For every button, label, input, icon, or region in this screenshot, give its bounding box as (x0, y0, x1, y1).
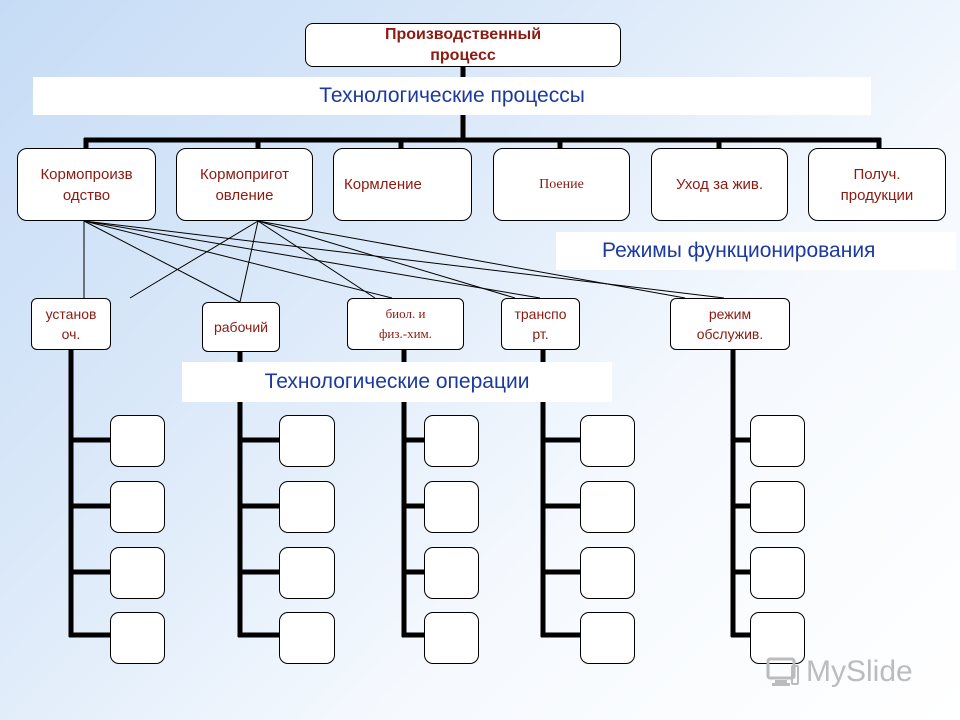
operation-box[interactable] (424, 612, 479, 664)
mode-links (83, 220, 725, 303)
watermark-logo: MySlide (766, 652, 936, 692)
mode-line2: физ.-хим. (378, 326, 433, 341)
root-line2: процесс (430, 47, 496, 64)
process-node-products[interactable]: Получ. продукции (808, 148, 946, 221)
operation-box[interactable] (424, 547, 479, 599)
mode-line1: режим (708, 306, 752, 322)
process-line1: Кормопригот (200, 165, 289, 183)
process-node-feed-production[interactable]: Кормопроизв одство (17, 148, 156, 221)
process-node-animal-care[interactable]: Уход за жив. (651, 148, 788, 221)
operation-box[interactable] (580, 415, 635, 467)
operation-box[interactable] (279, 612, 335, 664)
mode-link (83, 220, 725, 299)
mode-link (129, 220, 259, 299)
process-line1: Кормление (344, 176, 422, 193)
operation-box[interactable] (750, 481, 805, 533)
mode-node-bio-physchem[interactable]: биол. и физ.-хим. (347, 298, 464, 350)
operation-box[interactable] (750, 612, 805, 664)
monitor-icon (766, 657, 799, 686)
mode-line2: оч. (61, 326, 81, 342)
mode-line2: обслужив. (696, 326, 764, 342)
banner-processes: Технологические процессы (33, 77, 871, 115)
operation-box[interactable] (424, 415, 479, 467)
operation-box[interactable] (580, 547, 635, 599)
operation-box[interactable] (424, 481, 479, 533)
mode-line1: транспо (514, 306, 567, 322)
process-line2: продукции (840, 186, 914, 204)
mode-link (83, 220, 241, 303)
mode-link (257, 220, 376, 299)
process-line1: Кормопроизв (40, 165, 133, 183)
mode-node-service[interactable]: режим обслужив. (670, 298, 790, 350)
operation-box[interactable] (279, 415, 335, 467)
root-node[interactable]: Производственный процесс (305, 23, 621, 67)
process-line2: одство (62, 186, 111, 204)
mode-link (83, 220, 393, 299)
process-node-feed-preparation[interactable]: Кормопригот овление (176, 148, 313, 221)
root-line1: Производственный (384, 26, 542, 43)
mode-node-working[interactable]: рабочий (202, 302, 280, 352)
mode-link (83, 220, 541, 299)
mode-node-transport[interactable]: транспо рт. (501, 298, 580, 350)
banner-processes-label: Технологические процессы (319, 84, 585, 107)
mode-node-setup[interactable]: установ оч. (31, 298, 111, 350)
operation-box[interactable] (580, 612, 635, 664)
operation-box[interactable] (750, 547, 805, 599)
operation-box[interactable] (110, 612, 165, 664)
banner-modes: Режимы функционирования (556, 232, 956, 270)
mode-line2: рт. (532, 326, 549, 342)
process-node-watering[interactable]: Поение (493, 148, 630, 221)
banner-modes-label: Режимы функционирования (602, 239, 876, 262)
operation-box[interactable] (110, 547, 165, 599)
process-line1: Уход за жив. (675, 176, 764, 193)
process-line2: овление (215, 186, 274, 204)
process-line1: Поение (539, 177, 584, 192)
operation-box[interactable] (279, 481, 335, 533)
process-line1: Получ. (853, 165, 901, 183)
watermark-text: MySlide (806, 655, 913, 688)
mode-link (257, 220, 516, 299)
operation-box[interactable] (110, 415, 165, 467)
mode-line1: рабочий (213, 319, 268, 335)
mode-link (257, 220, 686, 299)
operation-box[interactable] (279, 547, 335, 599)
mode-line1: установ (45, 306, 97, 322)
mode-line1: биол. и (385, 306, 426, 321)
operation-box[interactable] (750, 415, 805, 467)
banner-operations-label: Технологические операции (264, 370, 530, 393)
operation-box[interactable] (580, 481, 635, 533)
mode-link (239, 220, 259, 303)
process-node-feeding[interactable]: Кормление (333, 148, 472, 221)
operation-box[interactable] (110, 481, 165, 533)
banner-operations: Технологические операции (182, 362, 612, 402)
